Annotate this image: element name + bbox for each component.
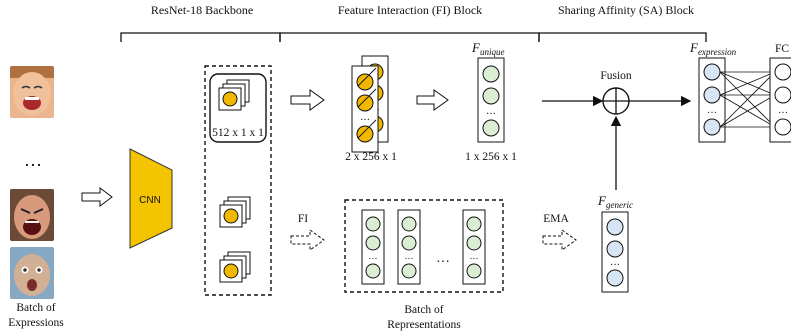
label-512: 512 x 1 x 1 xyxy=(212,127,264,139)
f-unique-column: … xyxy=(477,57,505,143)
feature-stack-middle xyxy=(219,196,251,228)
label-batch-representations-2: Representations xyxy=(387,319,461,331)
label-batch-expressions-1: Batch of xyxy=(16,302,55,314)
label-f-expression: Fexpression xyxy=(689,40,737,57)
selected-feature-box xyxy=(209,73,267,143)
brace-backbone xyxy=(120,32,281,42)
label-1x256: 1 x 256 x 1 xyxy=(465,151,517,163)
hollow-arrow-to-funique xyxy=(416,89,449,111)
face-image-surprised xyxy=(10,247,54,299)
fusion-node xyxy=(602,87,630,115)
hollow-arrow-to-fi xyxy=(290,89,325,111)
brace-sa-block xyxy=(538,32,707,42)
fc-connections xyxy=(719,71,776,128)
cnn-label: CNN xyxy=(139,195,161,206)
dashed-arrow-ema xyxy=(542,229,577,251)
label-fusion: Fusion xyxy=(600,70,632,82)
fc-column: … xyxy=(769,57,791,143)
representation-column-2: … xyxy=(397,209,421,285)
svg-text:…: … xyxy=(470,251,479,261)
f-generic-column: … xyxy=(601,211,629,293)
label-batch-expressions-2: Expressions xyxy=(8,317,64,329)
label-ema: EMA xyxy=(543,213,569,225)
batch-representations-box xyxy=(344,199,504,293)
header-sa-block: Sharing Affinity (SA) Block xyxy=(558,3,694,17)
cnn-block xyxy=(129,148,173,249)
feature-stack-top xyxy=(218,79,250,111)
representation-column-3: … xyxy=(462,209,486,285)
ellipsis-faces: … xyxy=(24,150,42,170)
f-expression-column: … xyxy=(698,57,726,143)
header-fi-block: Feature Interaction (FI) Block xyxy=(338,3,482,17)
hollow-arrow-to-cnn xyxy=(81,187,113,207)
brace-fi-block xyxy=(279,32,540,42)
label-2x256: 2 x 256 x 1 xyxy=(345,151,397,163)
svg-text:…: … xyxy=(360,112,370,123)
label-batch-representations-1: Batch of xyxy=(404,304,443,316)
representation-column-1: … xyxy=(361,209,385,285)
label-f-unique: Funique xyxy=(471,40,504,57)
svg-text:…: … xyxy=(610,257,620,268)
svg-text:…: … xyxy=(778,105,788,116)
svg-text:…: … xyxy=(369,251,378,261)
feature-stack-bottom xyxy=(219,251,251,283)
label-fi: FI xyxy=(298,213,308,225)
face-image-screaming xyxy=(10,189,54,241)
header-backbone: ResNet-18 Backbone xyxy=(151,3,253,17)
svg-text:…: … xyxy=(405,251,414,261)
label-f-generic: Fgeneric xyxy=(597,193,633,210)
face-image-laughing xyxy=(10,66,54,118)
dashed-arrow-fi xyxy=(290,229,325,251)
label-fc: FC xyxy=(775,43,789,55)
ellipsis-representations: … xyxy=(436,251,450,266)
svg-text:…: … xyxy=(486,106,496,117)
svg-text:…: … xyxy=(707,105,717,116)
fi-interaction-columns: … … xyxy=(351,55,389,153)
